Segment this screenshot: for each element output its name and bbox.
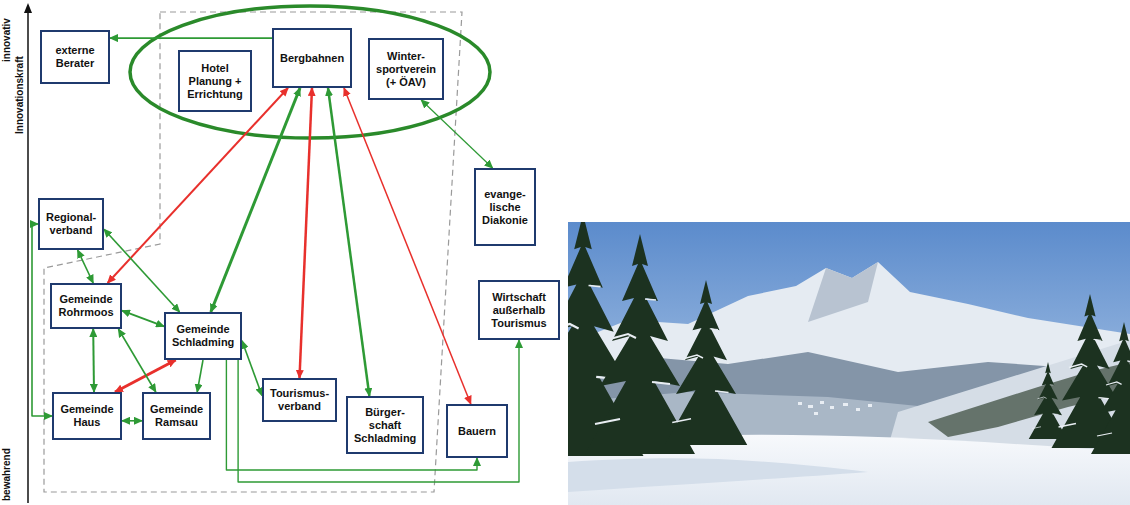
axis-label: bewahrend (1, 448, 12, 501)
actor-box: Bürger- schaft Schladming (346, 396, 424, 454)
cooperation-arrow (32, 224, 52, 416)
actor-box: Wirtschaft außerhalb Tourismus (478, 280, 560, 340)
actor-label: Gemeinde Rohrmoos (58, 293, 114, 319)
actor-label: Bürger- schaft Schladming (354, 406, 416, 445)
actor-label: Wirtschaft außerhalb Tourismus (486, 291, 552, 330)
actor-label: Winter- sportverein (+ ÖAV) (376, 50, 436, 89)
cooperation-arrow (242, 341, 262, 396)
cooperation-arrow (118, 329, 155, 392)
cooperation-arrow (78, 250, 94, 283)
axis-arrowhead (24, 3, 32, 13)
actor-box: Bergbahnen (272, 28, 352, 88)
actor-box: Gemeinde Ramsau (142, 392, 211, 440)
actor-box: Bauern (446, 404, 508, 458)
actor-label: Bergbahnen (280, 52, 344, 65)
actor-label: Regional- verband (46, 211, 96, 237)
actor-box: Winter- sportverein (+ ÖAV) (368, 38, 444, 100)
actor-label: Tourismus- verband (270, 387, 329, 413)
cooperation-arrow (122, 311, 164, 327)
cooperation-arrow (122, 420, 142, 422)
cooperation-arrow (421, 100, 492, 168)
actor-label: Gemeinde Haus (60, 403, 114, 429)
conflict-arrow (344, 88, 471, 404)
actor-label: Hotel Planung + Errichtung (186, 62, 244, 101)
cooperation-arrow (197, 360, 203, 392)
axis-line (27, 12, 29, 503)
actor-box: evange- lische Diakonie (474, 168, 536, 246)
axis-label: innovativ (1, 18, 12, 62)
dashed-boundary (44, 12, 462, 492)
actor-box: Gemeinde Rohrmoos (50, 283, 122, 329)
conflict-arrow (300, 88, 313, 378)
town (798, 401, 872, 415)
axis-label: Innovationskraft (14, 56, 25, 134)
actor-label: Gemeinde Ramsau (150, 403, 203, 429)
actor-box: Tourismus- verband (262, 378, 337, 422)
actor-label: evange- lische Diakonie (482, 188, 528, 227)
actor-label: Bauern (454, 425, 500, 438)
cooperation-arrow (211, 88, 300, 312)
cooperation-arrow (226, 360, 477, 470)
actor-box: Hotel Planung + Errichtung (178, 50, 252, 112)
cooperation-arrow (110, 37, 272, 39)
cooperation-arrow (92, 329, 95, 392)
ski-slope-photo (568, 222, 1130, 505)
actor-label: Gemeinde Schladming (172, 323, 234, 349)
actor-box: Gemeinde Schladming (164, 312, 242, 360)
conflict-arrow (115, 360, 176, 392)
actor-label: externe Berater (48, 44, 102, 70)
actor-box: externe Berater (40, 30, 110, 84)
cooperation-arrow (238, 340, 519, 482)
mountain-shadow (808, 262, 878, 322)
actor-box: Gemeinde Haus (52, 392, 122, 440)
sky (568, 222, 1130, 505)
actor-box: Regional- verband (38, 198, 104, 250)
slope-shadow (568, 458, 868, 492)
